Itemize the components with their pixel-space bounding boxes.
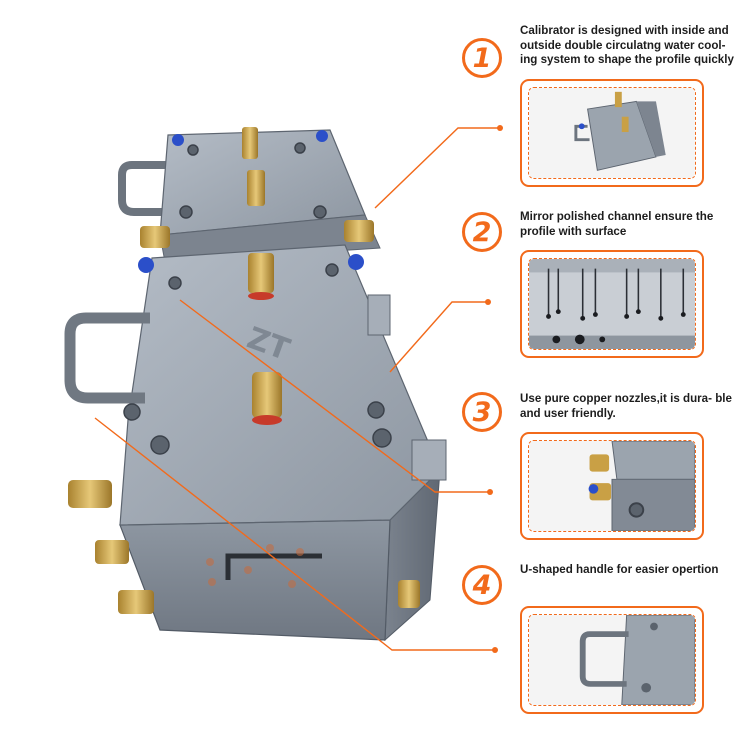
feature-1-caption: Calibrator is designed with inside and o… [520, 24, 734, 66]
badge-number: 2 [472, 216, 492, 248]
badge-number: 4 [472, 569, 492, 601]
u-handle-back [118, 161, 175, 216]
u-handle-front [64, 312, 150, 404]
badge-number: 3 [472, 396, 492, 428]
feature-2-frame [520, 250, 704, 358]
badge-1: 1 [462, 38, 502, 78]
badge-number: 1 [472, 42, 492, 74]
feature-3-caption: Use pure copper nozzles,it is dura- ble … [520, 392, 732, 420]
badge-4: 4 [462, 565, 502, 605]
copper-nozzles [242, 127, 282, 425]
main-block-front [119, 519, 391, 641]
front-marks [206, 544, 304, 588]
feature-2-caption: Mirror polished channel ensure the profi… [520, 210, 714, 238]
polished-channel-detail-photo [528, 258, 696, 350]
leader-lines [94, 127, 500, 651]
copper-nozzle-detail-photo [528, 440, 696, 532]
badge-3: 3 [462, 392, 502, 432]
badge-2: 2 [462, 212, 502, 252]
water-cooling-detail-photo [528, 87, 696, 179]
flange-plate [411, 439, 447, 481]
push-fittings [138, 130, 364, 273]
screw-heads [123, 142, 392, 455]
feature-3-frame [520, 432, 704, 540]
leader-dots [485, 125, 503, 653]
flange-plate [367, 294, 391, 336]
side-fittings [68, 220, 420, 614]
u-handle-detail-photo [528, 614, 696, 706]
feature-4-caption: U-shaped handle for easier opertion [520, 563, 719, 576]
water-channel-slot [225, 553, 322, 580]
feature-4-frame [520, 606, 704, 714]
feature-1-frame [520, 79, 704, 187]
